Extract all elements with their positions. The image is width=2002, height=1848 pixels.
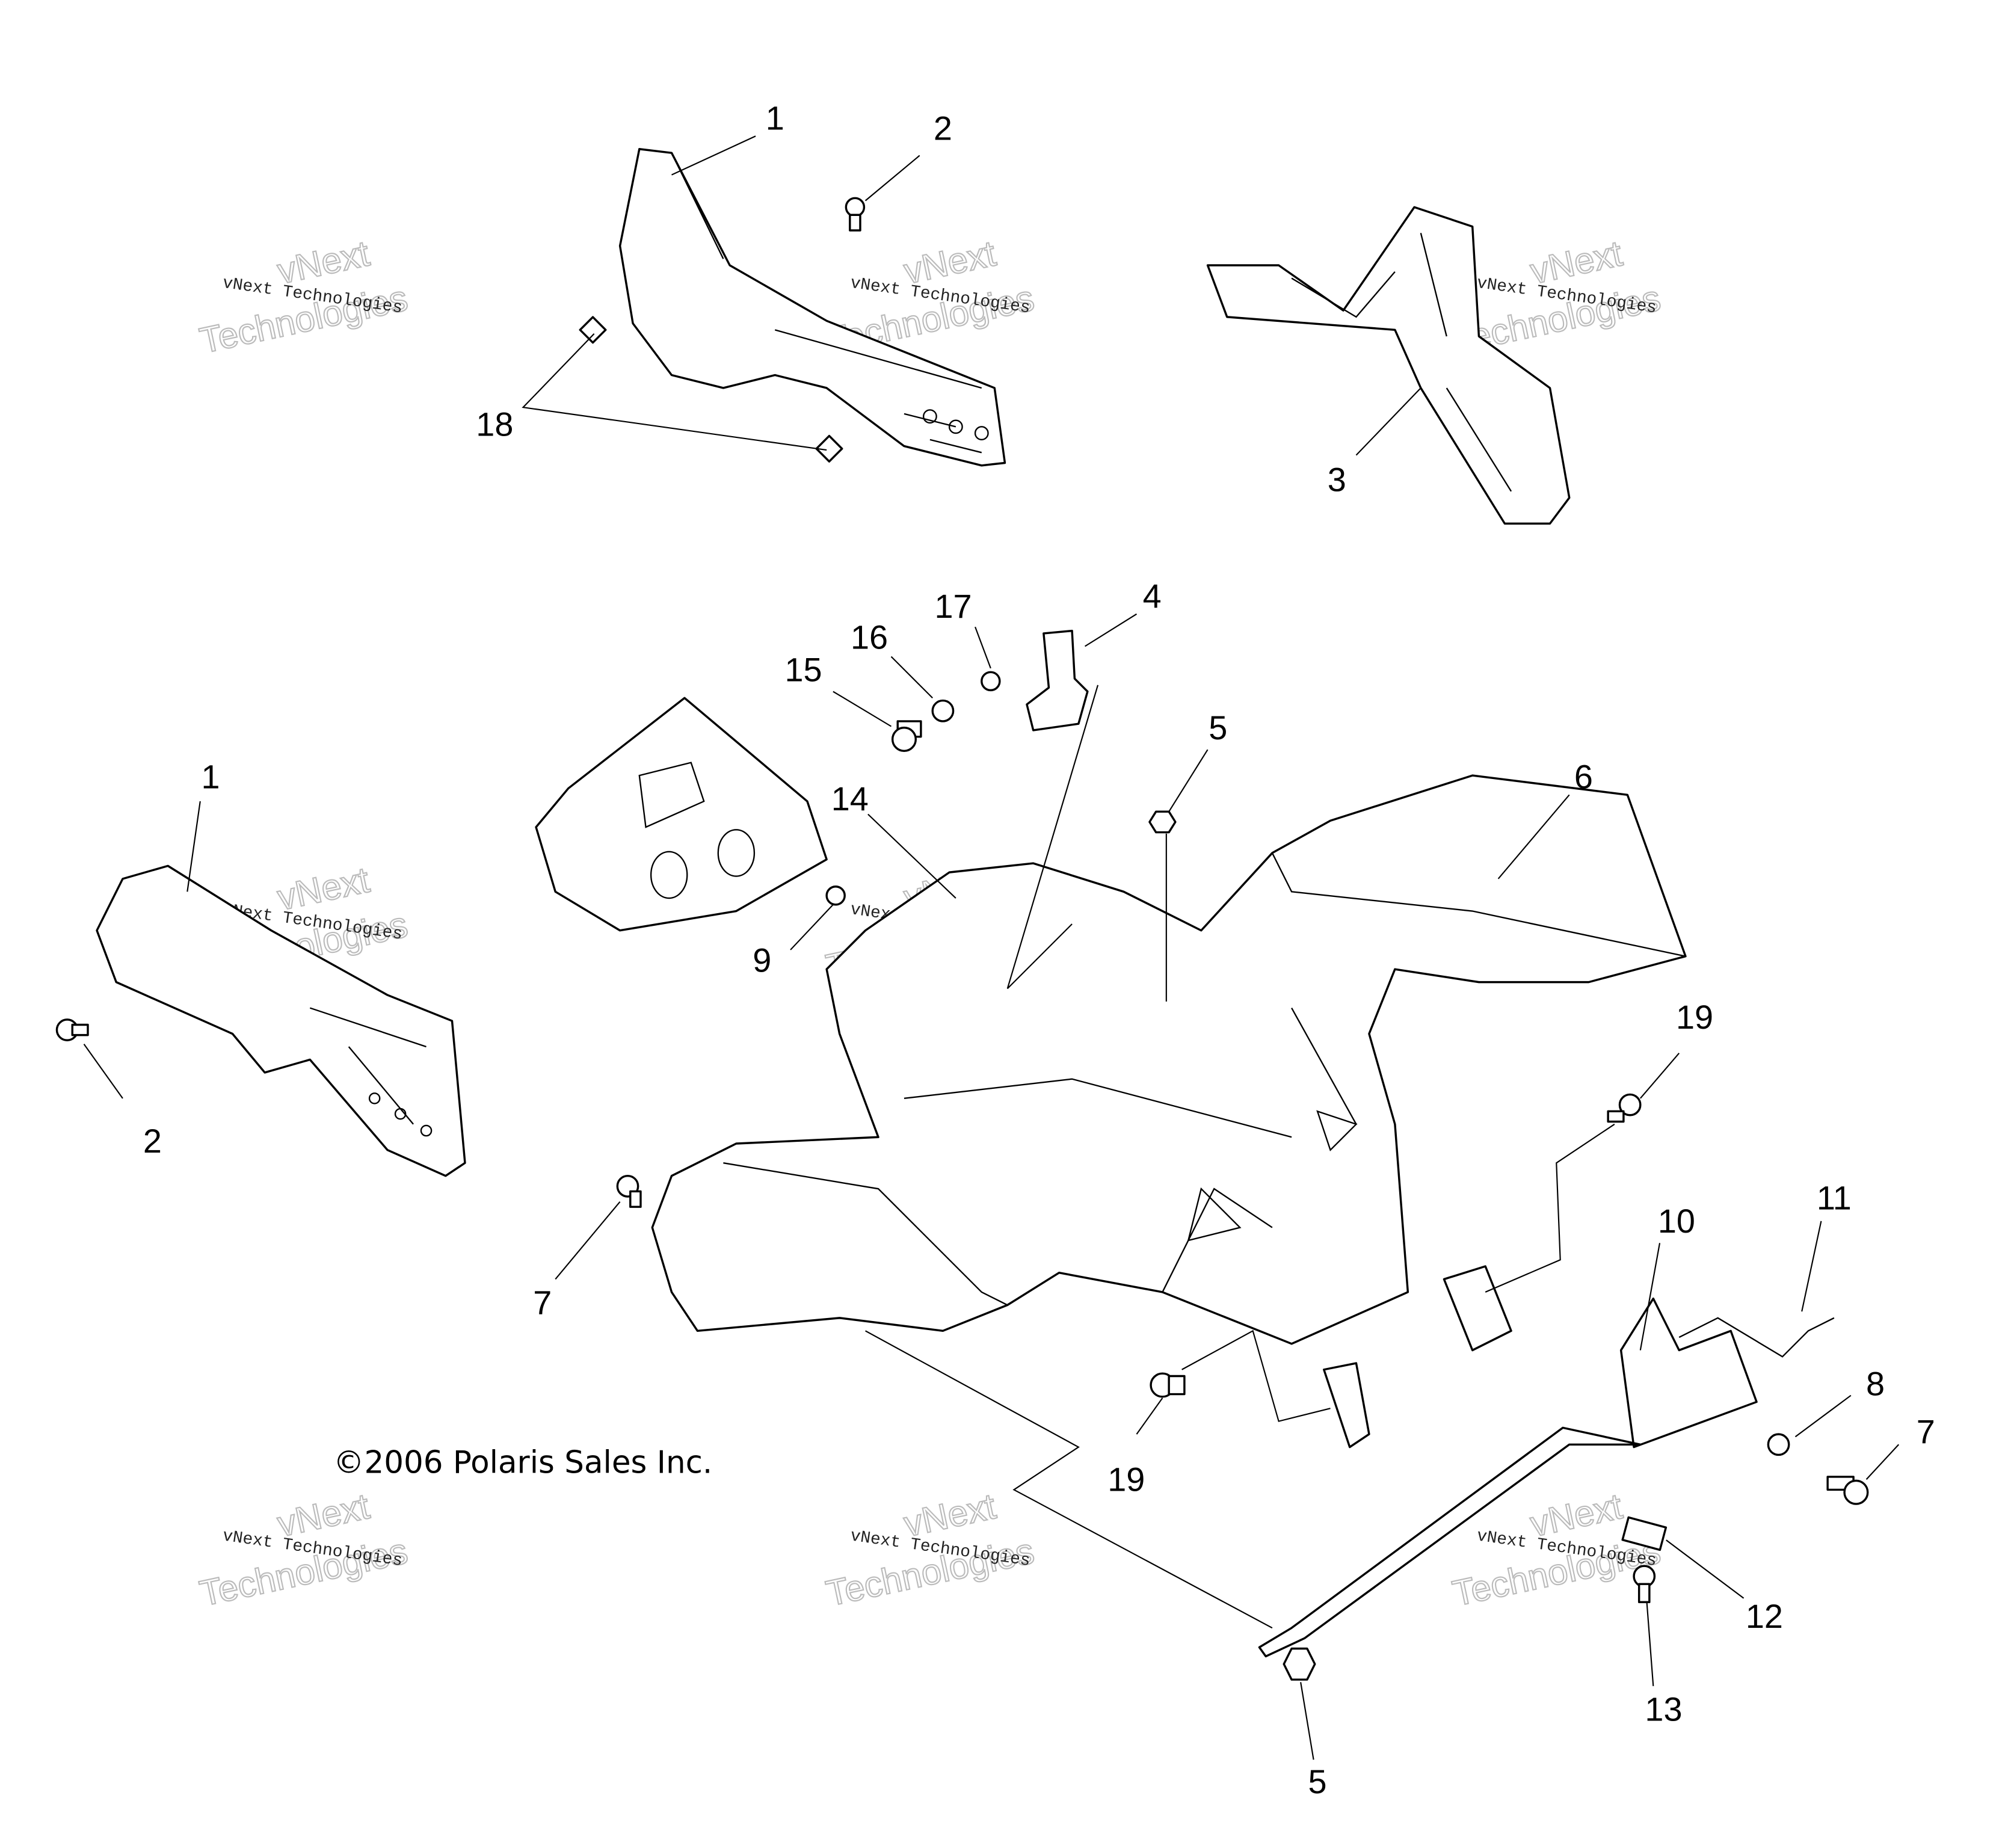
- callout-17: 17: [935, 587, 972, 625]
- callout-11: 11: [1817, 1179, 1852, 1217]
- callout-8: 8: [1866, 1365, 1885, 1403]
- callout-1: 1: [201, 758, 220, 796]
- bolt-7-right: [1826, 1476, 1869, 1505]
- callout-3: 3: [1328, 461, 1346, 499]
- callout-13: 13: [1645, 1690, 1682, 1728]
- callout-7: 7: [1917, 1412, 1935, 1450]
- washer-8: [1767, 1433, 1790, 1456]
- bolt-2-left: [55, 1018, 89, 1041]
- support-rod-11: [1258, 1297, 1835, 1658]
- washer-16: [931, 699, 955, 722]
- callout-5: 5: [1308, 1763, 1327, 1800]
- washer-17: [981, 671, 1001, 692]
- bolt-19-lower: [1150, 1372, 1186, 1398]
- copyright-notice: ©2006 Polaris Sales Inc.: [333, 1445, 712, 1481]
- front-nose-cover: [1206, 206, 1571, 525]
- clip-12: [1621, 1516, 1668, 1551]
- front-fender-body: [651, 774, 1687, 1345]
- callout-5: 5: [1209, 709, 1227, 747]
- bolt-15: [891, 720, 922, 753]
- spacer-9: [825, 886, 846, 906]
- callout-15: 15: [784, 650, 822, 688]
- callout-2: 2: [934, 109, 952, 147]
- callout-10: 10: [1658, 1202, 1695, 1240]
- dash-plate: [535, 697, 828, 932]
- bracket-lower: [1323, 1362, 1370, 1449]
- side-panel-top: [618, 148, 1006, 467]
- callout-19: 19: [1676, 998, 1713, 1036]
- pad-18-a: [579, 316, 607, 344]
- bolt-13: [1633, 1565, 1656, 1603]
- callout-18: 18: [476, 405, 513, 443]
- side-panel-left: [96, 864, 466, 1177]
- callouts: 1 2 3 18 4 17 16 15 5 6 14 9 1 2 19 10 1…: [143, 99, 1935, 1800]
- bracket-right: [1443, 1265, 1512, 1352]
- callout-14: 14: [831, 780, 869, 818]
- callout-19: 19: [1107, 1461, 1145, 1498]
- callout-16: 16: [851, 618, 888, 656]
- callout-12: 12: [1746, 1597, 1783, 1635]
- callout-6: 6: [1574, 758, 1593, 796]
- nut-5-top: [1148, 810, 1177, 834]
- leader-lines: [83, 135, 1900, 1760]
- callout-4: 4: [1143, 577, 1162, 615]
- bolt-19-right: [1607, 1093, 1642, 1123]
- callout-1: 1: [766, 99, 784, 137]
- callout-7: 7: [533, 1283, 552, 1321]
- nut-5-bottom: [1283, 1647, 1316, 1681]
- bolt-2-top: [845, 197, 866, 232]
- bolt-7-left: [616, 1174, 642, 1208]
- pad-18-b: [815, 434, 843, 463]
- bracket-4: [1026, 629, 1089, 732]
- callout-2: 2: [143, 1122, 162, 1160]
- callout-9: 9: [753, 941, 771, 979]
